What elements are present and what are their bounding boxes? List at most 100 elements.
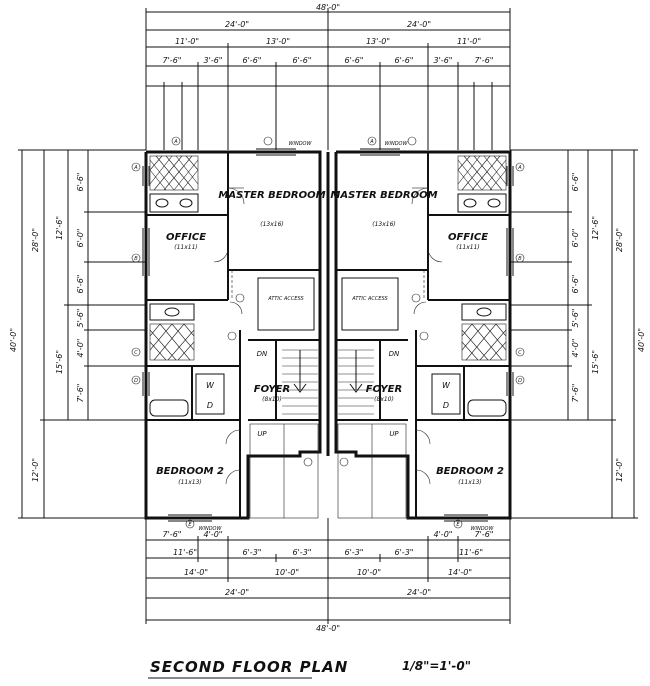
marker-e-2: E bbox=[456, 522, 460, 528]
marker-c-1: C bbox=[134, 350, 138, 356]
dim-top-r2-1: 13'-0" bbox=[266, 37, 290, 46]
marker-d-1: D bbox=[134, 378, 138, 384]
room-bedroom2-right-size: (11x13) bbox=[458, 479, 482, 486]
room-bedroom2-left-size: (11x13) bbox=[178, 479, 202, 486]
marker-b-2: B bbox=[518, 256, 522, 262]
dim-right-inner-4: 4'-0" bbox=[571, 339, 580, 358]
dim-top-r3-2: 6'-6" bbox=[243, 56, 262, 65]
room-master-bedroom-left: MASTER BEDROOM bbox=[218, 190, 325, 201]
walls bbox=[142, 148, 514, 522]
dim-left-overall: 40'-0" bbox=[9, 328, 18, 352]
dim-bot-r2-1: 6'-3" bbox=[243, 548, 262, 557]
right-dimensions: 40'-0" 28'-0" 12'-0" 12'-6" 15'-6" 6'-6"… bbox=[510, 149, 646, 519]
dim-left-inner-3: 5'-6" bbox=[76, 309, 85, 328]
dim-bot-r3-1: 10'-0" bbox=[275, 568, 299, 577]
label-up-left: UP bbox=[257, 430, 267, 438]
dim-top-r3-6: 3'-6" bbox=[434, 56, 453, 65]
dim-left-outer-0: 28'-0" bbox=[31, 228, 40, 252]
label-attic-right: ATTIC ACCESS bbox=[351, 296, 388, 302]
dim-bot-r1-1: 4'-0" bbox=[204, 530, 223, 539]
label-window-top-right: WINDOW bbox=[385, 141, 409, 147]
room-foyer-left-size: (8x10) bbox=[262, 396, 282, 403]
room-office-right: OFFICE bbox=[448, 232, 488, 243]
grid-markers bbox=[131, 136, 525, 529]
label-d-left: D bbox=[207, 401, 213, 410]
room-office-left: OFFICE bbox=[166, 232, 206, 243]
dim-right-inner-5: 7'-6" bbox=[571, 384, 580, 403]
dim-bot-r4-1: 24'-0" bbox=[407, 588, 431, 597]
dim-bot-r2-3: 6'-3" bbox=[345, 548, 364, 557]
dim-left-mid-0: 12'-6" bbox=[55, 216, 64, 240]
dim-left-inner-4: 4'-0" bbox=[76, 339, 85, 358]
bottom-dimensions: 7'-6" 4'-0" 4'-0" 7'-6" 11'-6" 6'-3" 6'-… bbox=[145, 518, 511, 633]
dim-top-r3-3: 6'-6" bbox=[293, 56, 312, 65]
room-bedroom2-left: BEDROOM 2 bbox=[156, 466, 224, 477]
dim-right-mid-0: 12'-6" bbox=[591, 216, 600, 240]
dim-right-inner-0: 6'-6" bbox=[571, 173, 580, 192]
label-window-top-left: WINDOW bbox=[289, 141, 313, 147]
room-bedroom2-right: BEDROOM 2 bbox=[436, 466, 504, 477]
dim-left-inner-1: 6'-0" bbox=[76, 229, 85, 248]
dim-bot-r3-3: 14'-0" bbox=[448, 568, 472, 577]
dim-top-r3-1: 3'-6" bbox=[204, 56, 223, 65]
marker-e-1: E bbox=[188, 522, 192, 528]
room-master-bedroom-right-name: MASTER BEDROOM bbox=[330, 190, 437, 201]
dim-top-r3-0: 7'-6" bbox=[163, 56, 182, 65]
dim-bot-r2-2: 6'-3" bbox=[293, 548, 312, 557]
dim-top-r2-0: 11'-0" bbox=[175, 37, 199, 46]
dim-right-outer-0: 28'-0" bbox=[615, 228, 624, 252]
room-foyer-left: FOYER bbox=[254, 384, 290, 395]
label-window-bot-left: WINDOW bbox=[199, 526, 223, 532]
label-w-right: W bbox=[442, 381, 451, 390]
label-dn-left: DN bbox=[257, 350, 268, 358]
marker-a-3: A bbox=[133, 165, 138, 171]
left-dimensions: 40'-0" 28'-0" 12'-0" 12'-6" 15'-6" 6'-6"… bbox=[9, 149, 146, 519]
dim-left-inner-5: 7'-6" bbox=[76, 384, 85, 403]
dim-left-inner-2: 6'-6" bbox=[76, 275, 85, 294]
label-attic-left: ATTIC ACCESS bbox=[267, 296, 304, 302]
room-foyer-right-size: (8x10) bbox=[374, 396, 394, 403]
dim-right-mid-1: 15'-6" bbox=[591, 350, 600, 374]
room-labels: MASTER BEDROOM (13x16) OFFICE (11x11) FO… bbox=[156, 190, 504, 486]
drawing-scale: 1/8"=1'-0" bbox=[402, 659, 471, 673]
dim-top-r3-7: 7'-6" bbox=[475, 56, 494, 65]
top-dimensions: 48'-0" 24'-0" 24'-0" 11'-0" 13'-0" 13'-0… bbox=[145, 3, 511, 150]
room-foyer-right: FOYER bbox=[366, 384, 402, 395]
dim-right-overall: 40'-0" bbox=[637, 328, 646, 352]
dim-right-inner-2: 6'-6" bbox=[571, 275, 580, 294]
room-master-bedroom-left-name: MASTER BEDROOM bbox=[218, 190, 325, 201]
dim-top-half-left: 24'-0" bbox=[225, 20, 249, 29]
dim-top-half-right: 24'-0" bbox=[407, 20, 431, 29]
dim-bot-r2-0: 11'-6" bbox=[173, 548, 197, 557]
dim-left-inner-0: 6'-6" bbox=[76, 173, 85, 192]
room-office-left-size: (11x11) bbox=[174, 244, 198, 251]
label-w-left: W bbox=[206, 381, 215, 390]
dim-bot-r4-0: 24'-0" bbox=[225, 588, 249, 597]
dim-top-r3-4: 6'-6" bbox=[345, 56, 364, 65]
drawing-title: SECOND FLOOR PLAN bbox=[150, 658, 348, 676]
plan-notes: W D W D DN DN UP UP WINDOW WINDOW WINDOW… bbox=[199, 141, 495, 532]
dim-bot-r3-2: 10'-0" bbox=[357, 568, 381, 577]
dim-bot-r1-2: 4'-0" bbox=[434, 530, 453, 539]
label-d-right: D bbox=[443, 401, 449, 410]
dim-bot-r2-4: 6'-3" bbox=[395, 548, 414, 557]
dim-bot-overall: 48'-0" bbox=[316, 624, 340, 633]
marker-c-2: C bbox=[518, 350, 522, 356]
label-dn-right: DN bbox=[389, 350, 400, 358]
label-up-right: UP bbox=[389, 430, 399, 438]
marker-b-1: B bbox=[134, 256, 138, 262]
dim-bot-r1-3: 7'-6" bbox=[475, 530, 494, 539]
dim-top-overall: 48'-0" bbox=[316, 3, 340, 12]
dim-bot-r3-0: 14'-0" bbox=[184, 568, 208, 577]
dim-left-outer-1: 12'-0" bbox=[31, 458, 40, 482]
room-office-right-size: (11x11) bbox=[456, 244, 480, 251]
dim-left-mid-1: 15'-6" bbox=[55, 350, 64, 374]
dim-top-r3-5: 6'-6" bbox=[395, 56, 414, 65]
dim-top-r2-3: 11'-0" bbox=[457, 37, 481, 46]
title-block: SECOND FLOOR PLAN 1/8"=1'-0" bbox=[148, 658, 471, 679]
dim-right-inner-3: 5'-6" bbox=[571, 309, 580, 328]
dim-right-inner-1: 6'-0" bbox=[571, 229, 580, 248]
room-master-bedroom-right: MASTER BEDROOM bbox=[330, 190, 437, 201]
marker-a-2: A bbox=[369, 139, 374, 145]
